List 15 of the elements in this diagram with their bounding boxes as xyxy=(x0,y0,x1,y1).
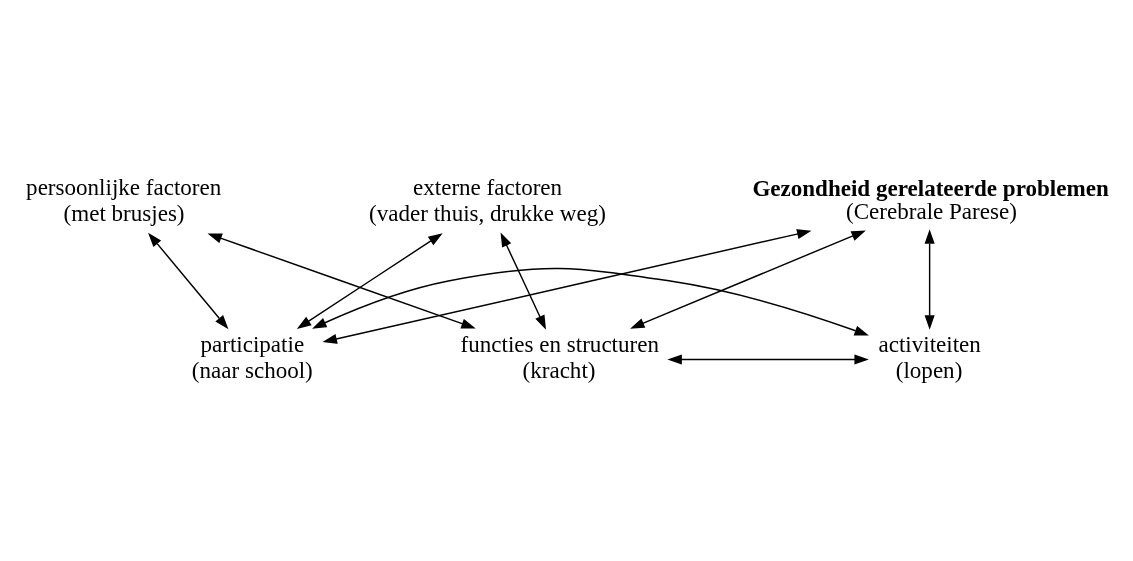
arrow xyxy=(322,228,812,344)
arrow xyxy=(500,231,546,330)
node-text: externe factoren (vader thuis, drukke weg) xyxy=(369,173,606,226)
node-text: Gezondheid gerelateerde problemen (Cerebrale Parese) xyxy=(752,174,1109,224)
arrow xyxy=(296,232,443,329)
node-text: persoonlijke factoren (met brusjes) xyxy=(26,173,222,226)
arrow xyxy=(630,229,866,329)
arrow xyxy=(148,232,229,329)
arrow xyxy=(207,232,476,328)
node-text: functies en structuren (kracht) xyxy=(460,330,659,383)
arrow xyxy=(924,228,935,330)
node-text: activiteiten (lopen) xyxy=(878,330,981,383)
arrow xyxy=(312,267,869,336)
arrow xyxy=(667,354,869,365)
node-text: participatie (naar school) xyxy=(191,330,313,383)
